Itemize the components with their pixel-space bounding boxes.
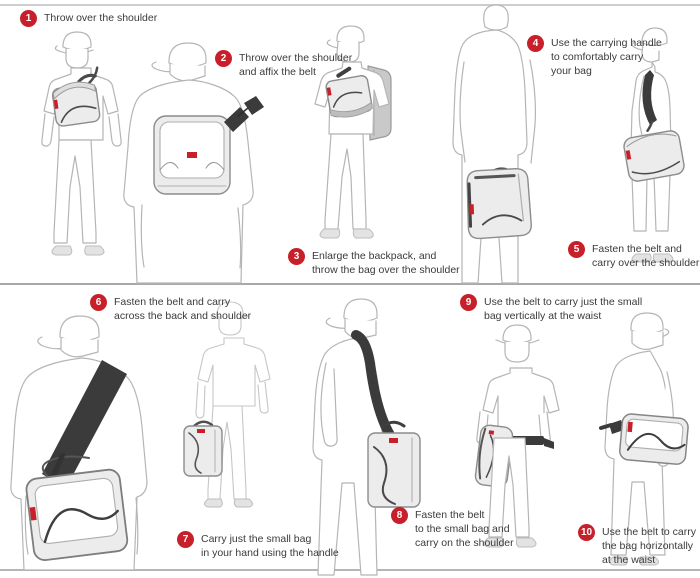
waist-bag bbox=[619, 413, 689, 465]
bottom-border-line bbox=[0, 569, 700, 571]
step-1-text: Throw over the shoulder bbox=[44, 12, 158, 24]
step-7-annotation: 7 Carry just the small bag in your hand … bbox=[177, 531, 339, 561]
figure-1-bag-on-chest bbox=[41, 31, 122, 256]
figure-2-bag-on-back bbox=[123, 42, 264, 284]
step-2-text: Throw over the shoulder and affix the be… bbox=[239, 52, 353, 78]
step-3-text: Enlarge the backpack, and throw the bag … bbox=[312, 250, 460, 276]
chest-bag bbox=[51, 66, 101, 127]
step-5-badge: 5 bbox=[568, 241, 585, 258]
hip-bag bbox=[623, 120, 685, 182]
step-1-annotation: 1 Throw over the shoulder bbox=[20, 10, 157, 27]
shoulder-strap bbox=[642, 70, 657, 125]
step-8-badge: 8 bbox=[391, 507, 408, 524]
shoulder-strap bbox=[351, 330, 395, 440]
figure-7-small-bag-in-hand bbox=[183, 301, 271, 508]
step-6-badge: 6 bbox=[90, 294, 107, 311]
step-1-badge: 1 bbox=[20, 10, 37, 27]
hip-bag-large bbox=[25, 452, 129, 561]
step-4-text: Use the carrying handle to comfortably c… bbox=[551, 37, 662, 77]
step-2-badge: 2 bbox=[215, 50, 232, 67]
figure-8-small-bag-on-shoulder bbox=[312, 298, 421, 576]
step-10-annotation: 10 Use the belt to carry the bag horizon… bbox=[578, 524, 696, 568]
top-border-line bbox=[0, 4, 700, 6]
messenger-bag bbox=[153, 115, 231, 195]
figure-10-bag-horizontal-at-waist bbox=[599, 312, 689, 566]
hand-carried-bag bbox=[466, 167, 532, 240]
small-bag bbox=[367, 420, 421, 508]
step-6-annotation: 6 Fasten the belt and carry across the b… bbox=[90, 294, 251, 324]
step-9-badge: 9 bbox=[460, 294, 477, 311]
panel-divider-line bbox=[0, 283, 700, 285]
step-5-text: Fasten the belt and carry over the shoul… bbox=[592, 243, 700, 269]
step-4-annotation: 4 Use the carrying handle to comfortably… bbox=[527, 35, 662, 79]
step-6-text: Fasten the belt and carry across the bac… bbox=[114, 296, 252, 322]
shoulder-strap-segment bbox=[224, 107, 249, 132]
figure-4-carry-by-handle bbox=[452, 4, 537, 284]
step-10-text: Use the belt to carry the bag horizontal… bbox=[602, 526, 696, 566]
step-4-badge: 4 bbox=[527, 35, 544, 52]
step-2-annotation: 2 Throw over the shoulder and affix the … bbox=[215, 50, 352, 80]
belt-clip bbox=[609, 420, 624, 434]
step-9-text: Use the belt to carry just the small bag… bbox=[484, 296, 643, 322]
step-3-badge: 3 bbox=[288, 248, 305, 265]
chest-bag bbox=[325, 66, 373, 118]
step-5-annotation: 5 Fasten the belt and carry over the sho… bbox=[568, 241, 699, 271]
small-bag bbox=[183, 420, 223, 477]
figure-6-belt-across-back bbox=[10, 315, 148, 571]
figure-5-bag-over-shoulder bbox=[623, 27, 685, 263]
step-3-annotation: 3 Enlarge the backpack, and throw the ba… bbox=[288, 248, 460, 278]
figure-9-bag-vertical-at-waist bbox=[474, 324, 560, 548]
step-8-annotation: 8 Fasten the belt to the small bag and c… bbox=[391, 507, 514, 551]
step-7-text: Carry just the small bag in your hand us… bbox=[201, 533, 339, 559]
step-7-badge: 7 bbox=[177, 531, 194, 548]
step-8-text: Fasten the belt to the small bag and car… bbox=[415, 509, 514, 549]
step-9-annotation: 9 Use the belt to carry just the small b… bbox=[460, 294, 642, 324]
figure-3-enlarged-backpack bbox=[314, 25, 392, 239]
step-10-badge: 10 bbox=[578, 524, 595, 541]
